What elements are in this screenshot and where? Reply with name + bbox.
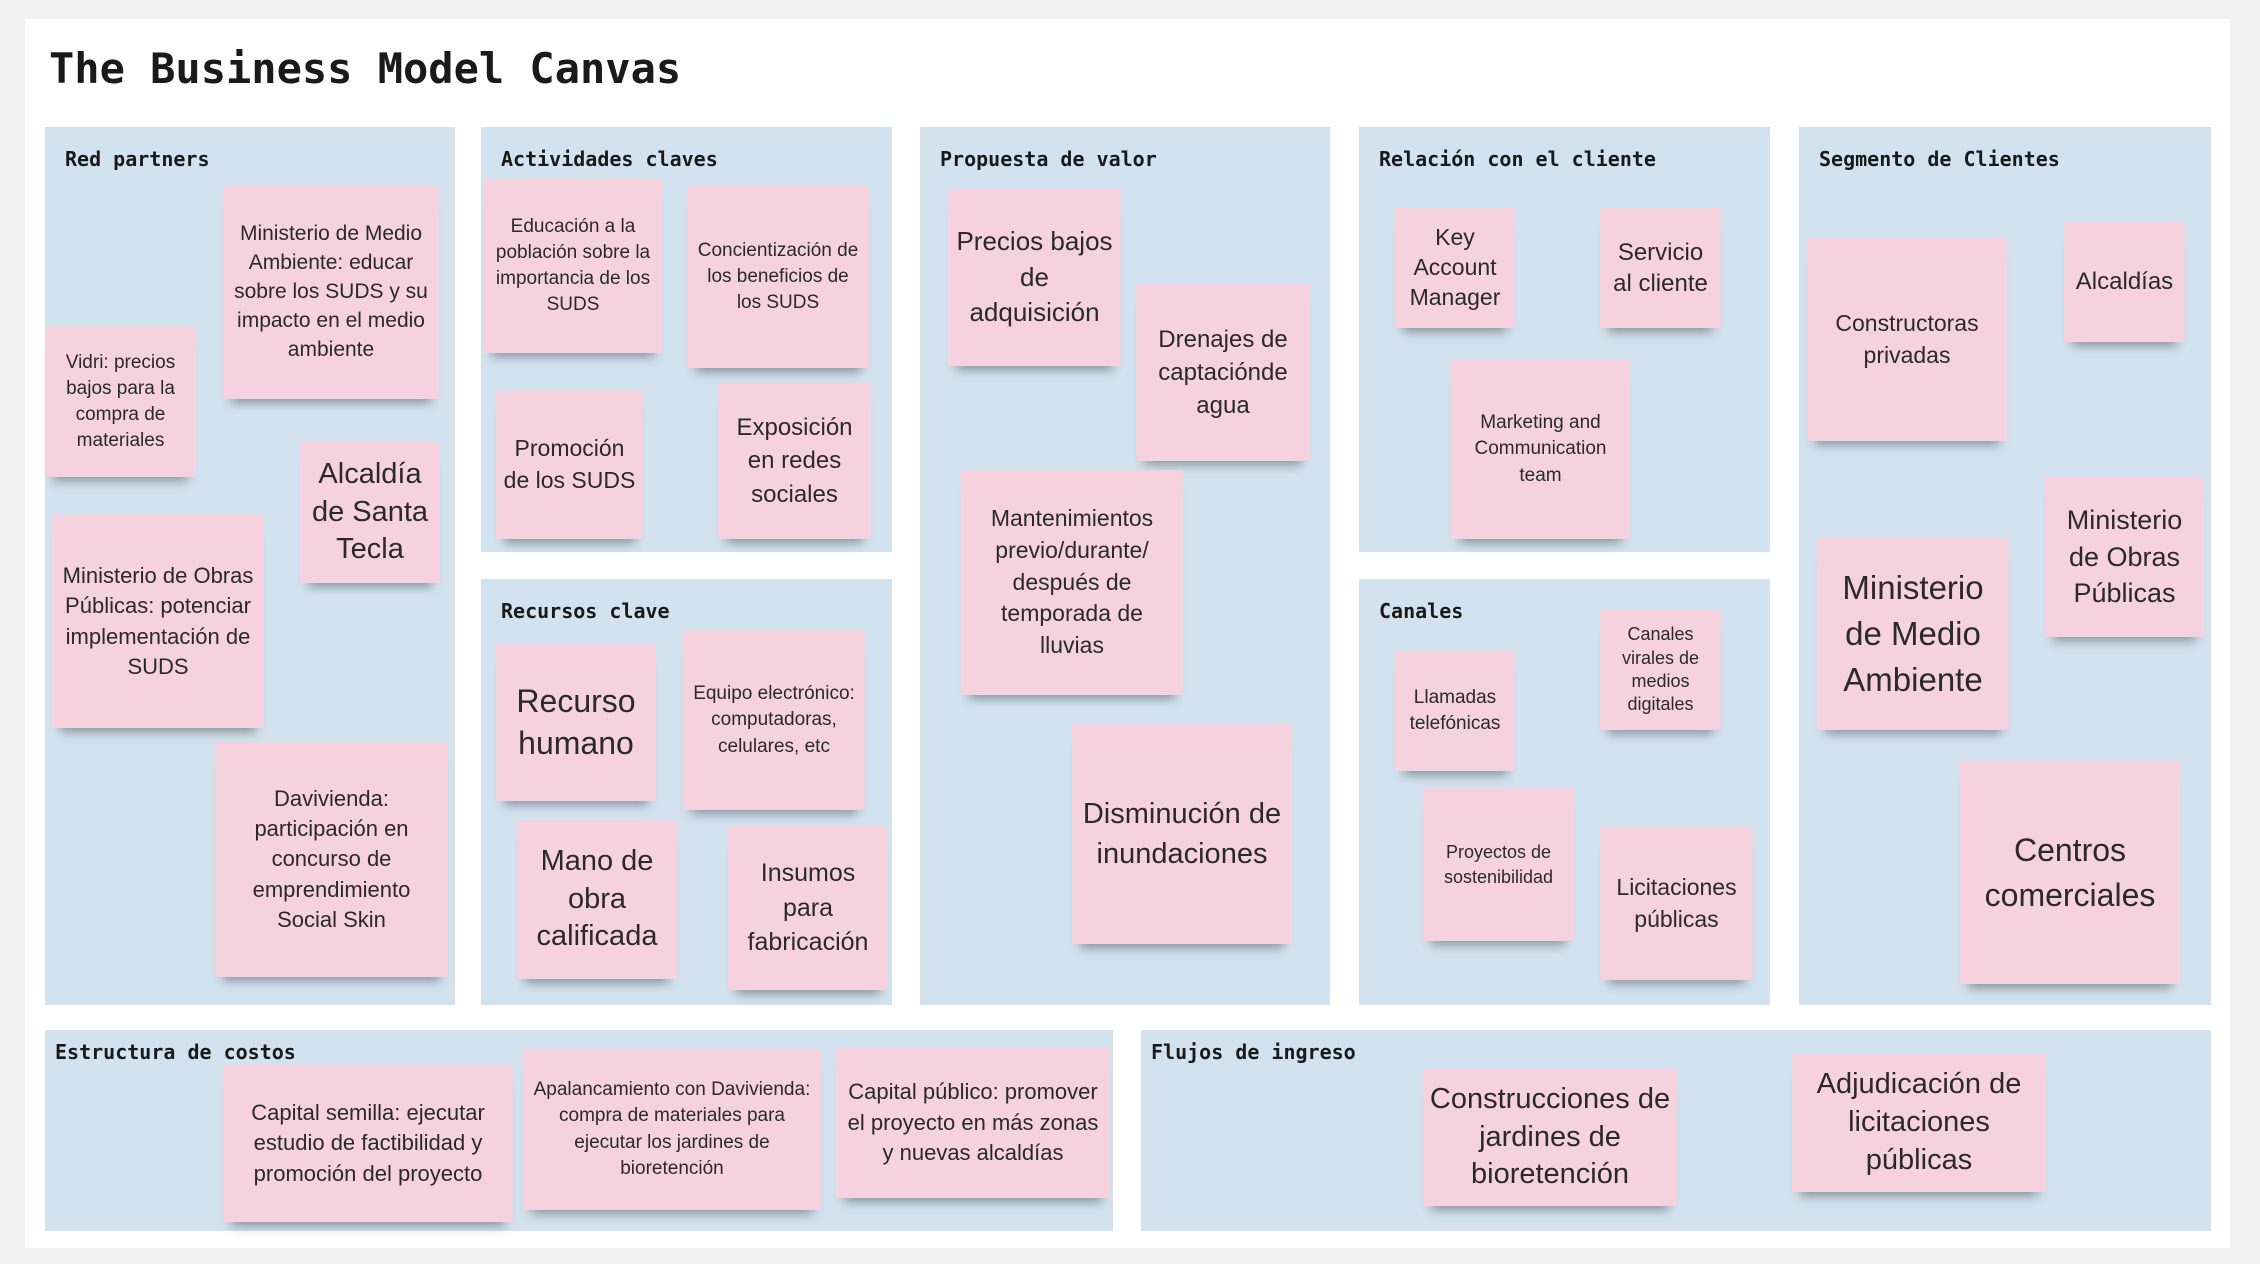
note-text: Capital semilla: ejecutar estudio de fac… [251,1099,485,1186]
sticky-note[interactable]: Ministerio de Medio Ambiente: educar sob… [223,186,439,399]
note-text: Concientización de los beneficios de los… [697,239,859,314]
panel-title: Flujos de ingreso [1151,1040,1356,1064]
panel-title: Recursos clave [501,599,670,623]
note-text: Drenajes de captaciónde agua [1158,325,1288,420]
page-title: The Business Model Canvas [49,44,682,93]
note-text: Recurso humano [516,682,636,761]
panel-title: Propuesta de valor [940,147,1157,171]
sticky-note[interactable]: Mano de obra calificada [517,820,677,979]
note-text: Davivienda: participación en concurso de… [252,785,411,933]
sticky-note[interactable]: Educación a la población sobre la import… [484,179,662,353]
note-text: Ministerio de Medio Ambiente: educar sob… [234,222,428,361]
note-text: Ministerio de Obras Públicas: potenciar … [62,562,254,679]
panel-title: Segmento de Clientes [1819,147,2060,171]
sticky-note[interactable]: Drenajes de captaciónde agua [1136,284,1310,461]
note-text: Exposición en redes sociales [736,414,853,508]
sticky-note[interactable]: Ministerio de Obras Públicas: potenciar … [52,515,264,728]
sticky-note[interactable]: Licitaciones públicas [1600,827,1753,980]
sticky-note[interactable]: Vidri: precios bajos para la compra de m… [45,327,196,477]
sticky-note[interactable]: Ministerio de Obras Públicas [2045,477,2204,637]
panel-title: Red partners [65,147,210,171]
panel-title: Estructura de costos [55,1040,296,1064]
sticky-note[interactable]: Mantenimientos previo/durante/ después d… [961,470,1183,695]
sticky-note[interactable]: Adjudicación de licitaciones públicas [1792,1054,2046,1192]
note-text: Servicio al cliente [1613,238,1708,297]
note-text: Marketing and Communication team [1474,412,1607,486]
sticky-note[interactable]: Marketing and Communication team [1451,360,1630,539]
sticky-note[interactable]: Constructoras privadas [1807,238,2007,441]
note-text: Capital público: promover el proyecto en… [847,1079,1099,1166]
panel-title: Actividades claves [501,147,718,171]
sticky-note[interactable]: Equipo electrónico: computadoras, celula… [683,631,865,810]
note-text: Adjudicación de licitaciones públicas [1816,1068,2022,1176]
note-text: Alcaldías [2075,268,2174,296]
sticky-note[interactable]: Capital público: promover el proyecto en… [836,1048,1110,1198]
note-text: Mano de obra calificada [536,844,658,953]
note-text: Precios bajos de adquisición [956,225,1113,328]
note-text: Llamadas telefónicas [1409,686,1501,734]
note-text: Ministerio de Medio Ambiente [1842,568,1984,699]
sticky-note[interactable]: Alcaldía de Santa Tecla [300,442,440,583]
note-text: Constructoras privadas [1835,309,1979,368]
sticky-note[interactable]: Precios bajos de adquisición [948,189,1121,366]
sticky-note[interactable]: Apalancamiento con Davivienda: compra de… [523,1049,821,1210]
sticky-note[interactable]: Capital semilla: ejecutar estudio de fac… [223,1065,513,1222]
sticky-note[interactable]: Centros comerciales [1960,761,2180,984]
note-text: Ministerio de Obras Públicas [2066,505,2183,609]
note-text: Alcaldía de Santa Tecla [311,457,429,566]
note-text: Proyectos de sostenibilidad [1443,841,1554,887]
note-text: Disminución de inundaciones [1082,797,1282,870]
note-text: Construcciones de jardines de bioretenci… [1429,1082,1671,1191]
sticky-note[interactable]: Disminución de inundaciones [1072,724,1292,944]
note-text: Mantenimientos previo/durante/ después d… [990,505,1154,659]
panel-title: Canales [1379,599,1464,623]
note-text: Licitaciones públicas [1616,873,1737,932]
sticky-note[interactable]: Construcciones de jardines de bioretenci… [1423,1069,1677,1206]
sticky-note[interactable]: Davivienda: participación en concurso de… [215,742,448,977]
sticky-note[interactable]: Proyectos de sostenibilidad [1423,788,1574,941]
sticky-note[interactable]: Exposición en redes sociales [718,383,871,539]
sticky-note[interactable]: Ministerio de Medio Ambiente [1817,538,2009,730]
note-text: Insumos para fabricación [747,859,869,957]
sticky-note[interactable]: Servicio al cliente [1600,208,1721,328]
note-text: Educación a la población sobre la import… [495,215,651,316]
sticky-note[interactable]: Alcaldías [2064,222,2185,342]
panel-title: Relación con el cliente [1379,147,1656,171]
note-text: Apalancamiento con Davivienda: compra de… [533,1079,811,1179]
sticky-note[interactable]: Concientización de los beneficios de los… [687,186,869,368]
sticky-note[interactable]: Canales virales de medios digitales [1600,610,1721,730]
note-text: Canales virales de medios digitales [1621,624,1700,715]
sticky-note[interactable]: Promoción de los SUDS [496,391,643,539]
sticky-note[interactable]: Recurso humano [496,644,656,801]
sticky-note[interactable]: Key Account Manager [1395,208,1515,328]
note-text: Key Account Manager [1409,224,1501,310]
sticky-note[interactable]: Insumos para fabricación [728,826,888,990]
note-text: Centros comerciales [1984,832,2156,913]
note-text: Equipo electrónico: computadoras, celula… [693,683,855,757]
note-text: Promoción de los SUDS [503,435,636,493]
sticky-note[interactable]: Llamadas telefónicas [1395,651,1515,771]
note-text: Vidri: precios bajos para la compra de m… [65,351,176,452]
